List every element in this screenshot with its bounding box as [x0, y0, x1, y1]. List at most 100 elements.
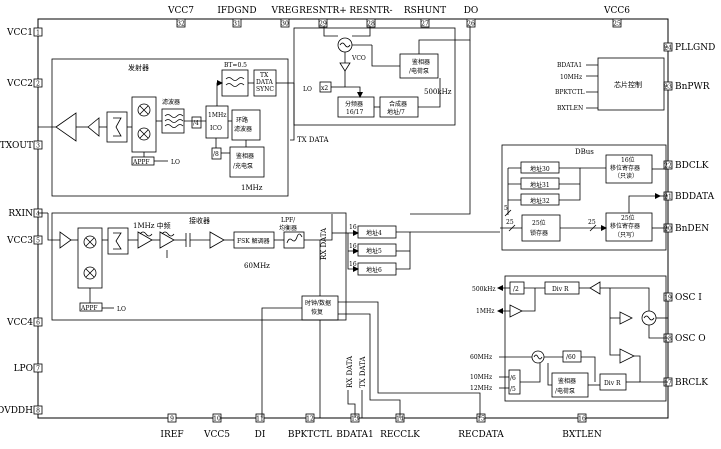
- synth-label-2: 地址/7: [387, 108, 405, 116]
- synth-block: [293, 26, 471, 215]
- div60-block: [562, 350, 582, 363]
- tx-pa-icon: [55, 112, 77, 142]
- pin-number: 15: [477, 416, 485, 423]
- pin-label: VCC1: [6, 28, 33, 38]
- receiver-title: 接收器: [189, 216, 210, 225]
- pin-number: 1: [36, 30, 40, 37]
- tx-pd-label-1: 鉴相器: [236, 152, 254, 160]
- osc-10mhz-label: 10MHz: [470, 374, 492, 381]
- pin-number: 24: [664, 45, 672, 52]
- div5-label: /5: [510, 386, 516, 393]
- tx-div8-block: [211, 147, 222, 160]
- pin-number: 10: [213, 416, 221, 423]
- tx-1mhz-bottom-label: 1MHz: [241, 184, 263, 192]
- chip-control-label: 芯片控制: [614, 80, 642, 89]
- addr4-label: 地址4: [366, 229, 382, 237]
- pin-number: 3: [36, 143, 40, 150]
- pin-label: RSHUNT: [404, 6, 446, 16]
- addr6-label: 地址6: [366, 266, 382, 274]
- pin-label: BDDATA: [675, 192, 715, 202]
- divr1-label: Div R: [552, 286, 569, 293]
- tx-div4-block: [191, 116, 202, 129]
- pin-number: 17: [664, 380, 672, 387]
- receiver-block: [38, 212, 348, 321]
- pin-label: BDCLK: [675, 161, 709, 171]
- pin-label: RESNTR+: [299, 6, 347, 16]
- divider-label-1: 分频器: [345, 100, 363, 108]
- addr30-block: [520, 161, 560, 174]
- pin-label: VREG: [270, 6, 298, 16]
- pin-number: 14: [396, 416, 404, 423]
- pin-label: RECCLK: [380, 430, 420, 440]
- dbus-25b-label: 25: [588, 219, 596, 226]
- tx-div4-label: /4: [193, 120, 199, 127]
- tx-sync-label-2: DATA: [256, 79, 273, 86]
- osc-pd-label-2: /电荷泵: [555, 387, 575, 395]
- pin-label: BnDEN: [675, 224, 709, 234]
- pin-label: DO: [464, 6, 479, 16]
- reg16-label-3: （只读）: [614, 172, 638, 180]
- tx-sync-label-3: SYNC: [256, 86, 274, 93]
- rx-if-amp-1-icon: [137, 231, 153, 249]
- tx-lo-label: LO: [171, 159, 180, 166]
- pin-number: 16: [578, 416, 586, 423]
- reg16-label-2: 移位寄存器: [610, 164, 640, 172]
- pin-label: RXIN: [8, 209, 33, 219]
- pins-left: 1VCC12VCC23TXOUT4RXIN5VCC36VCC47LPO8DVDD…: [0, 27, 43, 416]
- pin-label: PLLGND: [675, 43, 715, 53]
- pin-label: VCC5: [203, 430, 230, 440]
- chip-input-10mhz: 10MHz: [560, 74, 582, 81]
- osc-frame: [504, 275, 667, 402]
- vco-label: VCO: [351, 55, 366, 62]
- divr2-label: Div R: [604, 380, 621, 387]
- pin-label: VCC2: [6, 79, 33, 89]
- pin-label: VCC3: [6, 236, 33, 246]
- rx-limiter-icon: [209, 231, 225, 249]
- pin-label: LPO: [14, 364, 33, 374]
- pin-label: BDATA1: [336, 430, 374, 440]
- pins-top: 32VCC731IFDGND30VREG29RESNTR+28RESNTR-27…: [167, 6, 630, 28]
- bottom-routing: [261, 301, 481, 418]
- rx-lo-label: LO: [117, 306, 126, 313]
- pin-label: OSC O: [675, 334, 706, 344]
- pin-number: 9: [170, 416, 174, 423]
- div60-label: /60: [566, 354, 576, 361]
- pin-number: 6: [36, 320, 40, 327]
- dbus-block: [500, 144, 668, 251]
- reg16-label-1: 16位: [621, 156, 635, 164]
- pin-label: OSC I: [675, 293, 702, 303]
- pin-number: 18: [664, 336, 672, 343]
- dbus-frame: [501, 144, 667, 251]
- osc-buf2-icon: [509, 304, 523, 318]
- synth-pd-label-1: 鉴相器: [412, 58, 430, 66]
- lpf-block: [283, 231, 305, 249]
- pin-label: DI: [255, 430, 266, 440]
- tx-div8-label: /8: [213, 151, 219, 158]
- pins-bottom: 9IREF10VCC511DI12BPKTCTL13BDATA114RECCLK…: [160, 413, 602, 440]
- pin-number: 11: [256, 416, 264, 423]
- transmitter-frame: [51, 58, 289, 197]
- osc-60mhz-label: 60MHz: [470, 354, 492, 361]
- pin-number: 13: [351, 416, 359, 423]
- synth-frame: [293, 27, 456, 126]
- rx-appf-block: [79, 302, 103, 312]
